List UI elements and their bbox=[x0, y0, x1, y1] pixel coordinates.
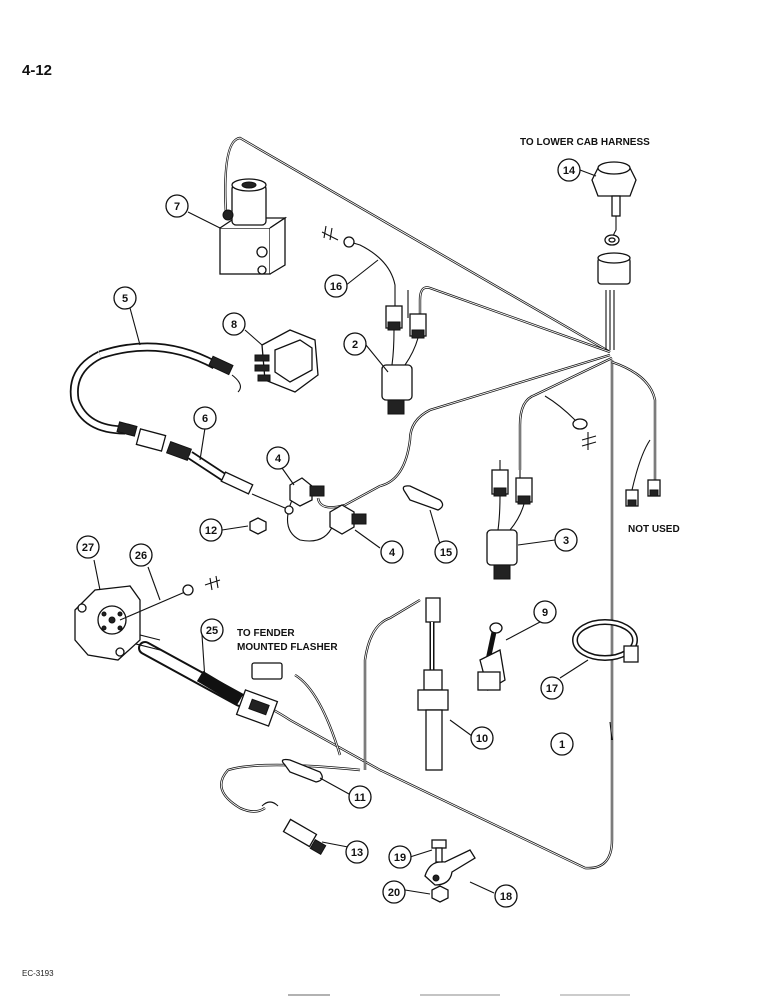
callout-number: 13 bbox=[351, 847, 363, 859]
callout-3: 3 bbox=[554, 528, 578, 552]
socket-27 bbox=[74, 585, 141, 661]
sender-9 bbox=[477, 622, 506, 691]
fender-flasher-connector bbox=[235, 662, 283, 727]
callout-15: 15 bbox=[434, 540, 458, 564]
callout-11: 11 bbox=[348, 785, 372, 809]
callout-number: 4 bbox=[275, 453, 282, 465]
callout-number: 1 bbox=[559, 739, 565, 751]
callout-13: 13 bbox=[345, 840, 369, 864]
callout-16: 16 bbox=[324, 274, 348, 298]
page-number: 4-12 bbox=[22, 62, 52, 79]
callout-number: 25 bbox=[206, 625, 218, 637]
cable-strap-17 bbox=[572, 619, 639, 663]
callout-number: 16 bbox=[330, 281, 342, 293]
callout-9: 9 bbox=[533, 600, 557, 624]
callout-2: 2 bbox=[343, 332, 367, 356]
callout-number: 2 bbox=[352, 339, 358, 351]
relay-8 bbox=[254, 329, 319, 393]
cable-25 bbox=[119, 629, 247, 707]
callout-14: 14 bbox=[557, 158, 581, 182]
callout-number: 15 bbox=[440, 547, 452, 559]
callout-number: 19 bbox=[394, 852, 406, 864]
figure-code: EC-3193 bbox=[22, 969, 54, 978]
cable-5 bbox=[69, 342, 294, 515]
callouts: 1 2 3 4 4 5 6 7 8 9 10 11 12 13 14 15 16… bbox=[76, 158, 581, 908]
switch-3 bbox=[486, 460, 533, 580]
nut-20 bbox=[431, 885, 449, 903]
callout-26: 26 bbox=[129, 543, 153, 567]
callout-27: 27 bbox=[76, 535, 100, 559]
terminal-11 bbox=[281, 758, 323, 783]
solenoid-valve-7 bbox=[219, 178, 288, 275]
bolt-19 bbox=[431, 839, 447, 863]
callout-number: 12 bbox=[205, 525, 217, 537]
callout-number: 4 bbox=[389, 547, 396, 559]
callout-number: 14 bbox=[563, 165, 576, 177]
callout-number: 5 bbox=[122, 293, 128, 305]
label-to-fender: TO FENDER bbox=[237, 628, 295, 639]
callout-number: 8 bbox=[231, 319, 237, 331]
callout-number: 3 bbox=[563, 535, 569, 547]
callout-number: 9 bbox=[542, 607, 548, 619]
terminal-15 bbox=[402, 485, 444, 511]
callout-number: 10 bbox=[476, 733, 488, 745]
sender-4-upper bbox=[289, 477, 325, 507]
callout-10: 10 bbox=[470, 726, 494, 750]
callout-4-lower: 4 bbox=[380, 540, 404, 564]
switch-13 bbox=[261, 801, 327, 856]
ground-terminal-3 bbox=[572, 418, 597, 450]
ground-terminal-16 bbox=[321, 225, 355, 248]
callout-1: 1 bbox=[550, 732, 574, 756]
callout-18: 18 bbox=[494, 884, 518, 908]
callout-19: 19 bbox=[388, 845, 412, 869]
callout-number: 20 bbox=[388, 887, 400, 899]
callout-17: 17 bbox=[540, 676, 564, 700]
ground-terminal-26 bbox=[119, 575, 221, 621]
callout-12: 12 bbox=[199, 518, 223, 542]
clamp-18 bbox=[424, 849, 476, 886]
callout-7: 7 bbox=[165, 194, 189, 218]
sender-10 bbox=[417, 597, 449, 771]
not-used-connectors bbox=[625, 479, 661, 507]
callout-number: 26 bbox=[135, 550, 147, 562]
nut-12 bbox=[249, 517, 267, 535]
leader-lines bbox=[93, 169, 613, 895]
connector-14 bbox=[591, 161, 637, 285]
callout-number: 17 bbox=[546, 683, 558, 695]
sender-4-lower bbox=[329, 504, 367, 535]
callout-number: 11 bbox=[354, 792, 366, 804]
callout-20: 20 bbox=[382, 880, 406, 904]
callout-4-upper: 4 bbox=[266, 446, 290, 470]
callout-5: 5 bbox=[113, 286, 137, 310]
callout-number: 27 bbox=[82, 542, 94, 554]
callout-number: 7 bbox=[174, 201, 180, 213]
callout-25: 25 bbox=[200, 618, 224, 642]
label-lower-cab-harness: TO LOWER CAB HARNESS bbox=[520, 137, 650, 148]
callout-number: 6 bbox=[202, 413, 208, 425]
label-mounted-flasher: MOUNTED FLASHER bbox=[237, 642, 338, 653]
label-not-used: NOT USED bbox=[628, 524, 680, 535]
callout-number: 18 bbox=[500, 891, 512, 903]
callout-8: 8 bbox=[222, 312, 246, 336]
callout-6: 6 bbox=[193, 406, 217, 430]
switch-2 bbox=[381, 305, 427, 415]
